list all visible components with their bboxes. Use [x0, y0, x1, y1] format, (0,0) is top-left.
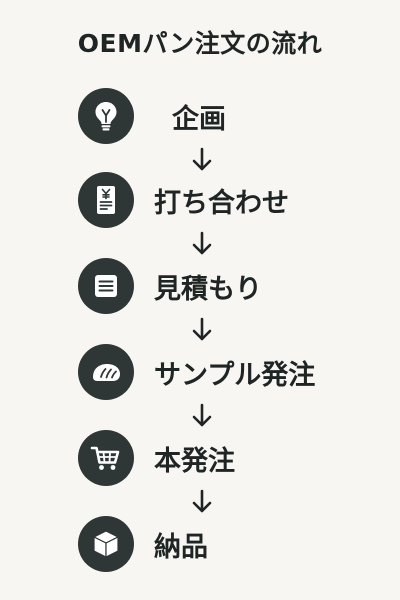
- page-title: OEMパン注文の流れ: [77, 29, 323, 58]
- flow-step-meeting: 打ち合わせ: [78, 172, 378, 228]
- flow-step-planning: 企画: [78, 88, 378, 144]
- flow-step-main-order: 本発注: [78, 430, 378, 486]
- flow-step-delivery: 納品: [78, 516, 378, 572]
- flow-step-quotation: 見積もり: [78, 258, 378, 314]
- step-label: 納品: [154, 531, 208, 563]
- box-icon: [78, 516, 134, 572]
- step-label: 企画: [172, 103, 226, 135]
- arrow-down-icon: [192, 489, 212, 513]
- arrow-down-icon: [192, 403, 212, 427]
- bread-icon: [78, 344, 134, 400]
- step-label: サンプル発注: [154, 359, 316, 391]
- receipt-icon: [78, 172, 134, 228]
- lightbulb-icon: [78, 88, 134, 144]
- step-label: 本発注: [154, 445, 235, 477]
- arrow-down-icon: [192, 231, 212, 255]
- arrow-down-icon: [192, 317, 212, 341]
- document-icon: [78, 258, 134, 314]
- step-label: 見積もり: [154, 273, 262, 305]
- arrow-down-icon: [192, 147, 212, 171]
- cart-icon: [78, 430, 134, 486]
- flow-step-sample-order: サンプル発注: [78, 344, 378, 400]
- step-label: 打ち合わせ: [154, 187, 289, 219]
